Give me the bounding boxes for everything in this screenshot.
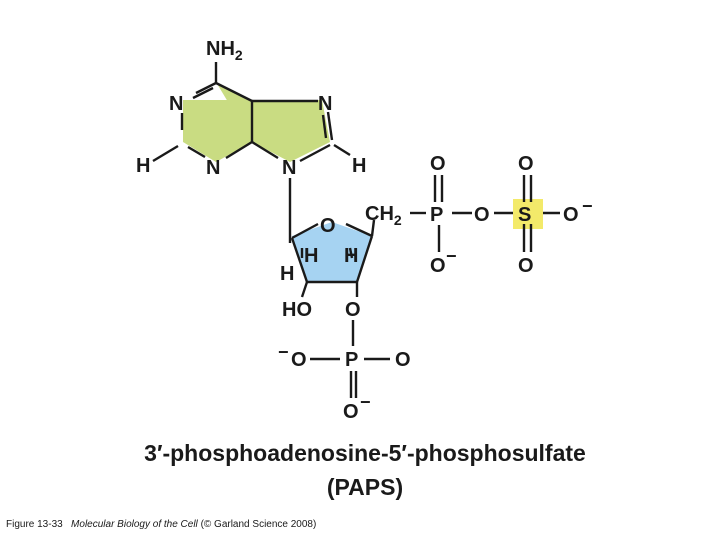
ring-oxygen-label: O: [320, 215, 336, 237]
caption-figure-number: Figure 13-33: [6, 519, 63, 530]
molecule-name: 3′-phosphoadenosine-5′-phosphosulfate: [144, 440, 586, 466]
molecule-abbreviation: (PAPS): [326, 474, 404, 500]
sulfate-oxygen-up-label: O: [518, 153, 534, 175]
ribose-bonds: [290, 219, 376, 298]
phosphate-oxygen-anion-label: O: [430, 255, 446, 277]
sulfate-oxygen-down-label: O: [518, 255, 534, 277]
n3-label: N: [206, 157, 220, 179]
adenine-ring-fill: [183, 82, 330, 162]
sulfate-oxygen-anion-label: O: [563, 204, 579, 226]
phosphorus-3prime-label: P: [345, 349, 358, 371]
hydroxyl-label: HO: [282, 299, 312, 321]
h8-label: H: [352, 155, 366, 177]
phosphate-3prime-left-charge-label: −: [278, 342, 289, 362]
adenine-bonds: [152, 62, 351, 243]
phosphosulfate-bonds: [410, 175, 560, 252]
phosphate-oxygen-double-label: O: [430, 153, 446, 175]
o3-label: O: [345, 299, 361, 321]
ribose-h2-label: H: [344, 245, 358, 267]
bridge-oxygen-label: O: [474, 204, 490, 226]
ch2-label: CH2: [365, 203, 402, 228]
phosphate-charge-label: −: [446, 246, 457, 266]
caption-publisher: (© Garland Science 2008): [200, 519, 317, 530]
phosphate-3prime-bonds: [310, 320, 390, 398]
h2-label: H: [136, 155, 150, 177]
phosphate-3prime-oxygen-left-label: O: [291, 349, 307, 371]
n1-label: N: [169, 93, 183, 115]
figure-caption: Figure 13-33 Molecular Biology of the Ce…: [6, 519, 316, 530]
sulfur-highlight: [513, 199, 543, 229]
amino-group-label: NH2: [206, 38, 243, 63]
sulfate-charge-label: −: [582, 196, 593, 216]
phosphate-3prime-oxygen-right-label: O: [395, 349, 411, 371]
ribose-h1-label: H: [304, 245, 318, 267]
phosphate-3prime-down-charge-label: −: [360, 392, 371, 412]
sulfur-label: S: [518, 204, 531, 226]
phosphate-3prime-oxygen-down-label: O: [343, 401, 359, 423]
ribose-ring-fill: [292, 222, 372, 282]
phosphorus-5prime-label: P: [430, 204, 443, 226]
n9-label: N: [282, 157, 296, 179]
ribose-h3-label: H: [280, 263, 294, 285]
n7-label: N: [318, 93, 332, 115]
caption-book-title: Molecular Biology of the Cell: [71, 519, 198, 530]
